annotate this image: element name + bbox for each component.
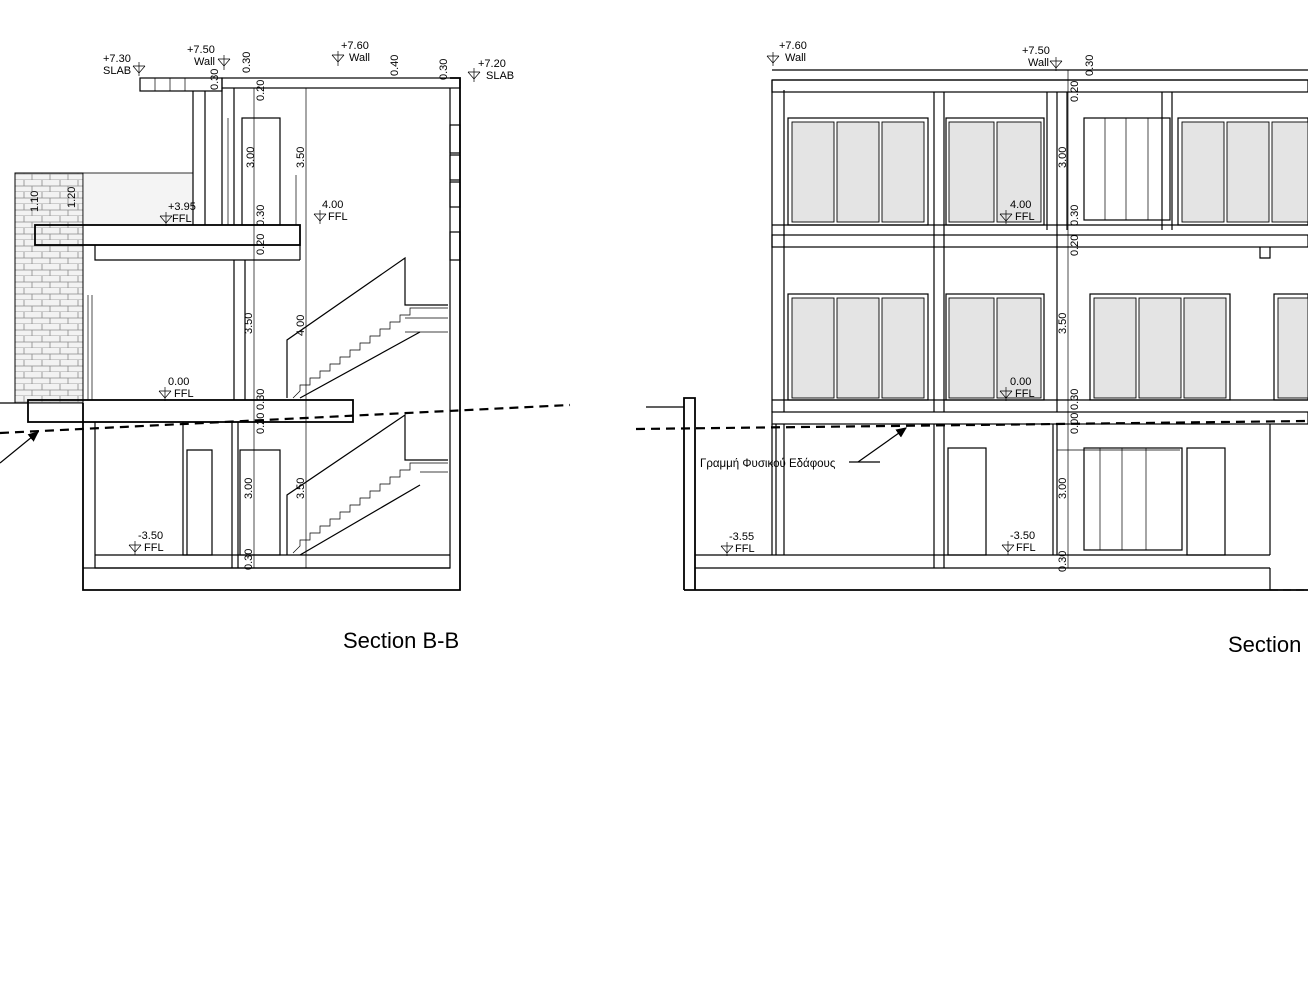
svg-text:3.50: 3.50 xyxy=(295,147,307,168)
svg-text:+7.60: +7.60 xyxy=(341,40,369,52)
svg-text:0.30: 0.30 xyxy=(1069,389,1081,410)
svg-text:4.00: 4.00 xyxy=(295,315,307,336)
stone-cladding xyxy=(14,172,84,404)
svg-text:0.30: 0.30 xyxy=(1069,205,1081,226)
svg-text:Wall: Wall xyxy=(1028,57,1049,69)
level-marker-basement-a-right: -3.55 FFL xyxy=(720,531,755,556)
level-marker-wall-a: +7.50 Wall xyxy=(187,44,231,70)
level-marker-wall-a-right: +7.60 Wall xyxy=(766,40,807,66)
svg-text:Wall: Wall xyxy=(349,52,370,64)
svg-text:4.00: 4.00 xyxy=(1010,199,1031,211)
level-marker-basement-b-right: -3.50 FFL xyxy=(1001,530,1036,555)
svg-text:4.00: 4.00 xyxy=(322,199,343,211)
building-outline-bb xyxy=(27,77,461,591)
svg-text:0.20: 0.20 xyxy=(1069,81,1081,102)
level-marker-first-floor-right: 4.00 FFL xyxy=(999,199,1035,224)
svg-text:3.50: 3.50 xyxy=(243,313,255,334)
svg-text:+3.95: +3.95 xyxy=(168,201,196,213)
svg-text:FFL: FFL xyxy=(174,388,194,400)
svg-text:0.20: 0.20 xyxy=(255,413,267,434)
svg-text:3.00: 3.00 xyxy=(245,147,257,168)
level-marker-ground-floor-right: 0.00 FFL xyxy=(999,376,1035,401)
svg-text:0.30: 0.30 xyxy=(1057,551,1069,572)
svg-text:FFL: FFL xyxy=(328,211,348,223)
svg-text:+7.20: +7.20 xyxy=(478,58,506,70)
level-marker-terrace: +3.95 FFL xyxy=(159,201,196,226)
level-marker-first-floor: 4.00 FFL xyxy=(313,199,348,224)
svg-text:Wall: Wall xyxy=(194,56,215,68)
svg-text:1.10: 1.10 xyxy=(29,191,41,212)
svg-text:0.20: 0.20 xyxy=(1069,235,1081,256)
svg-text:3.50: 3.50 xyxy=(295,478,307,499)
svg-text:FFL: FFL xyxy=(1016,542,1036,554)
svg-text:SLAB: SLAB xyxy=(486,70,514,82)
section-right: Γραμμή Φυσικού Εδάφους +7.60 Wall +7.50 … xyxy=(635,40,1308,657)
svg-text:0.30: 0.30 xyxy=(255,389,267,410)
level-marker-slab-right: +7.20 SLAB xyxy=(467,58,514,82)
svg-text:0.30: 0.30 xyxy=(241,52,253,73)
svg-text:0.20: 0.20 xyxy=(255,80,267,101)
svg-text:0.20: 0.20 xyxy=(255,234,267,255)
level-marker-slab-left: +7.30 SLAB xyxy=(103,53,146,77)
svg-text:-3.55: -3.55 xyxy=(729,531,754,543)
ground-line-label: Γραμμή Φυσικού Εδάφους xyxy=(700,458,836,470)
svg-text:0.30: 0.30 xyxy=(255,205,267,226)
ground-line-arrow xyxy=(857,427,907,463)
ground-pointer-arrow xyxy=(0,431,39,464)
dimensions-bb: 0.30 0.30 0.40 0.30 0.20 3.00 3.50 1.10 … xyxy=(29,52,450,570)
svg-text:FFL: FFL xyxy=(1015,388,1035,400)
svg-text:-3.50: -3.50 xyxy=(1010,530,1035,542)
svg-text:FFL: FFL xyxy=(144,542,164,554)
svg-text:FFL: FFL xyxy=(172,213,192,225)
level-marker-wall-b: +7.60 Wall xyxy=(331,40,370,66)
ground-line-right xyxy=(635,419,1308,431)
svg-text:3.00: 3.00 xyxy=(1057,478,1069,499)
level-marker-basement: -3.50 FFL xyxy=(128,530,164,555)
dimensions-right: 0.30 0.20 3.00 0.30 0.20 3.50 0.30 0.00 … xyxy=(1057,55,1096,572)
svg-text:0.40: 0.40 xyxy=(389,55,401,76)
glass-balustrade xyxy=(82,172,194,226)
svg-text:0.30: 0.30 xyxy=(1084,55,1096,76)
svg-text:1.20: 1.20 xyxy=(66,187,78,208)
svg-text:-3.50: -3.50 xyxy=(138,530,163,542)
svg-text:0.00: 0.00 xyxy=(168,376,189,388)
svg-text:3.00: 3.00 xyxy=(1057,147,1069,168)
svg-text:SLAB: SLAB xyxy=(103,65,131,77)
level-marker-ground-floor: 0.00 FFL xyxy=(158,376,194,401)
svg-text:0.00: 0.00 xyxy=(1069,413,1081,434)
building-outline-right xyxy=(646,69,1308,591)
svg-text:+7.50: +7.50 xyxy=(1022,45,1050,57)
svg-text:0.30: 0.30 xyxy=(209,69,221,90)
svg-text:+7.50: +7.50 xyxy=(187,44,215,56)
svg-text:+7.30: +7.30 xyxy=(103,53,131,65)
svg-text:FFL: FFL xyxy=(1015,211,1035,223)
section-bb: +7.30 SLAB +7.50 Wall +7.60 Wall +7.20 S… xyxy=(0,40,571,653)
level-marker-wall-b-right: +7.50 Wall xyxy=(1022,45,1063,71)
svg-text:3.00: 3.00 xyxy=(243,478,255,499)
svg-text:Wall: Wall xyxy=(785,52,806,64)
section-title-bb: Section B-B xyxy=(343,628,459,653)
svg-text:0.30: 0.30 xyxy=(438,59,450,80)
svg-text:0.00: 0.00 xyxy=(1010,376,1031,388)
ground-line-bb xyxy=(0,403,571,435)
svg-text:+7.60: +7.60 xyxy=(779,40,807,52)
svg-text:3.50: 3.50 xyxy=(1057,313,1069,334)
svg-text:0.30: 0.30 xyxy=(243,549,255,570)
section-title-right: Section xyxy=(1228,632,1301,657)
svg-text:FFL: FFL xyxy=(735,543,755,555)
